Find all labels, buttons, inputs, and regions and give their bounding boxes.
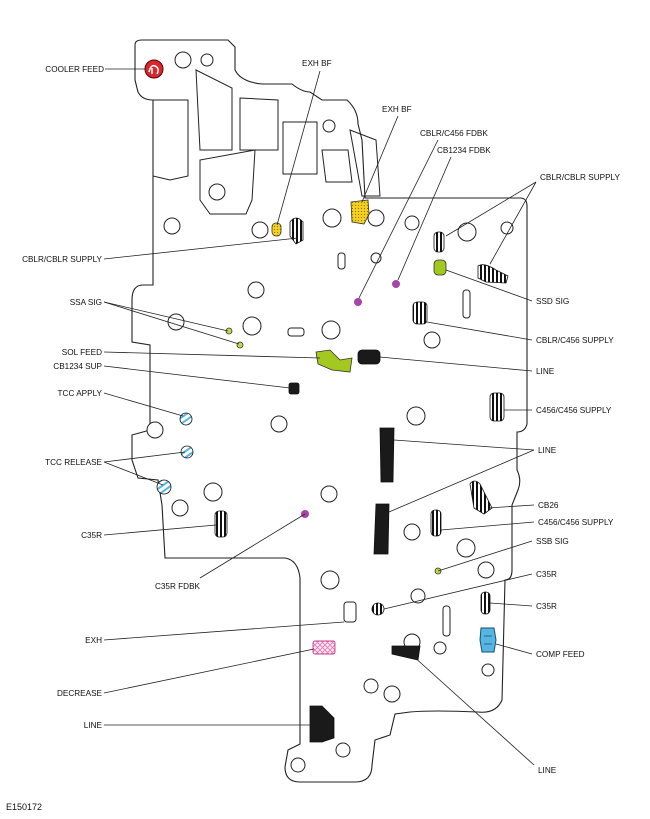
ssd-sig-port [433,259,447,276]
label-exh: EXH [85,636,102,645]
cooler-feed-port [144,59,164,79]
label-ssa-sig: SSA SIG [70,298,102,307]
label-cb1234-sup: CB1234 SUP [53,362,102,371]
decrease-port [312,640,336,655]
label-line-2: LINE [538,446,557,455]
label-cblr-supply-right: CBLR/CBLR SUPPLY [540,173,620,182]
label-exh-bf-2: EXH BF [382,105,412,114]
label-sol-feed: SOL FEED [62,348,102,357]
line-ports [288,349,421,743]
label-cooler-feed: COOLER FEED [45,65,104,74]
label-line-3: LINE [84,721,103,730]
sol-feed-port [315,349,353,373]
leader-lines [103,68,537,766]
label-tcc-apply: TCC APPLY [58,389,103,398]
label-tcc-release: TCC RELEASE [45,458,102,467]
cblr-supply-left-port [289,217,304,245]
label-line-4: LINE [538,766,557,775]
label-cblr-supply-left: CBLR/CBLR SUPPLY [22,255,102,264]
label-c456-supply-1: C456/C456 SUPPLY [536,406,612,415]
comp-feed-port [479,627,497,653]
label-cblr-c456-fdbk: CBLR/C456 FDBK [420,129,488,138]
cblr-c456-supply-port [412,301,428,325]
callout-labels: COOLER FEED EXH BF EXH BF CBLR/C456 FDBK… [22,59,620,775]
label-ssb-sig: SSB SIG [536,537,569,546]
label-cb26: CB26 [538,501,559,510]
exh-bf-port-1 [271,222,282,237]
label-line-1: LINE [536,367,555,376]
label-c35r-left: C35R [81,531,102,540]
exh-bf-port-2 [350,199,370,225]
label-c456-supply-2: C456/C456 SUPPLY [538,518,614,527]
label-comp-feed: COMP FEED [536,650,585,659]
cblr-supply-right-port-2 [477,264,509,284]
label-c35r-right-2: C35R [536,602,557,611]
plate-cutouts [152,69,381,215]
plate-slots [287,252,471,637]
label-ssd-sig: SSD SIG [536,297,569,306]
label-cblr-c456-supply: CBLR/C456 SUPPLY [536,336,614,345]
tcc-ports [156,412,194,495]
cblr-supply-right-port-1 [433,231,445,253]
label-c35r-fdbk: C35R FDBK [155,582,201,591]
striped-ports-lower [214,392,505,616]
label-c35r-right-1: C35R [536,570,557,579]
label-decrease: DECREASE [57,689,103,698]
figure-id: E150172 [6,802,42,812]
label-exh-bf-1: EXH BF [302,59,332,68]
label-cb1234-fdbk: CB1234 FDBK [437,146,491,155]
